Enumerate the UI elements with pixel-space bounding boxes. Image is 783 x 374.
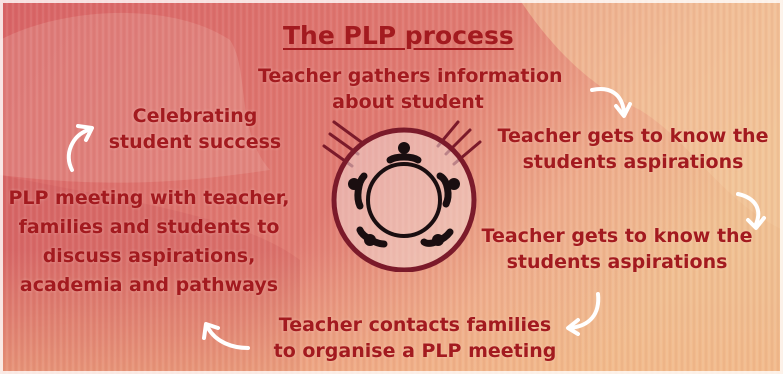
curved-arrow-icon xyxy=(590,87,632,118)
step-line: Teacher contacts families xyxy=(278,314,552,336)
step-contact-families: Teacher contacts families to organise a … xyxy=(270,312,560,364)
step-line: Celebrating xyxy=(132,105,258,127)
step-line: to organise a PLP meeting xyxy=(273,340,557,362)
curved-arrow-icon xyxy=(202,322,250,350)
step-line: Teacher gets to know the xyxy=(497,125,769,147)
step-line: students aspirations xyxy=(506,251,728,273)
step-line: academia and pathways xyxy=(19,274,279,296)
curved-arrow-icon xyxy=(66,124,94,172)
step-celebrate: Celebrating student success xyxy=(95,103,295,155)
curved-arrow-icon xyxy=(566,292,601,336)
step-plp-meeting: PLP meeting with teacher, families and s… xyxy=(4,184,294,300)
step-line: student success xyxy=(108,131,282,153)
page-title: The PLP process xyxy=(283,21,514,50)
step-line: PLP meeting with teacher, xyxy=(8,187,290,209)
step-gather-info: Teacher gathers information about studen… xyxy=(258,63,563,115)
curved-arrow-icon xyxy=(736,192,766,230)
step-line: Teacher gets to know the xyxy=(481,225,753,247)
step-know-aspirations-1: Teacher gets to know the students aspira… xyxy=(488,123,778,175)
step-line: discuss aspirations, xyxy=(42,245,256,267)
step-line: students aspirations xyxy=(522,151,744,173)
step-line: families and students to xyxy=(18,216,280,238)
step-know-aspirations-2: Teacher gets to know the students aspira… xyxy=(472,223,762,275)
circle-of-people-icon xyxy=(322,120,482,272)
step-line: about student xyxy=(332,91,484,113)
step-line: Teacher gathers information xyxy=(258,65,563,87)
